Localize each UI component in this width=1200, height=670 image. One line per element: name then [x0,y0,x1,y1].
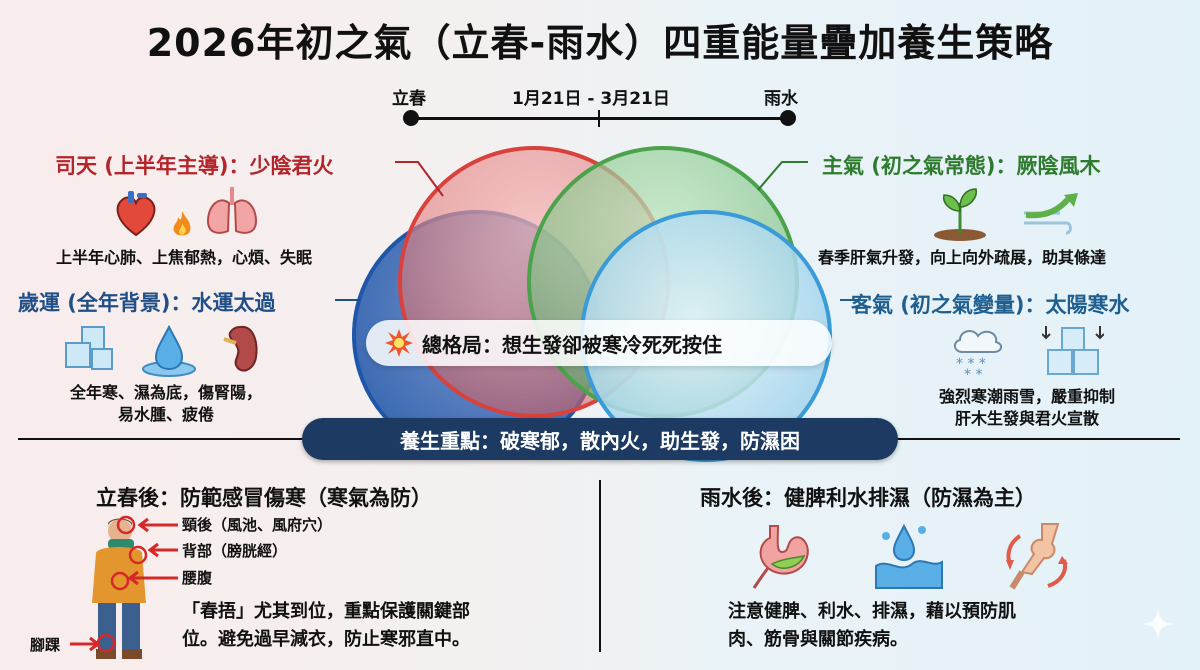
water-drop-icon [142,325,196,377]
summary-pill: 總格局：想生發卻被寒冷死死按住 [366,320,832,366]
sitian-desc: 上半年心肺、上焦郁熱，心煩、失眠 [56,248,313,267]
timeline-range-label: 1月21日 - 3月21日 [512,89,670,109]
keqi-desc-line1: 強烈寒潮雨雪，嚴重抑制 [938,387,1115,406]
point-back: 背部（膀胱經） [182,542,288,560]
heart-icon [116,191,156,237]
page-title: 2026年初之氣（立春-雨水）四重能量疊加養生策略 [146,21,1054,65]
wind-arrow-icon [1024,193,1078,235]
ice-cubes-icon [65,326,113,370]
suiyun-icons [62,323,260,377]
water-wave-icon [875,523,943,589]
timeline-end-label: 雨水 [764,89,798,109]
zhuqi-icons [930,185,1082,241]
timeline-start-label: 立春 [392,89,426,109]
keqi-icons: * * * * * [950,322,1104,380]
explosion-icon [385,329,413,357]
person-bundled-icon [92,515,148,659]
ice-block-icon [1042,326,1104,375]
yushui-title: 雨水後：健脾利水排濕（防濕為主） [700,486,1036,510]
vertical-divider [599,480,601,652]
fire-icon [173,211,191,236]
yushui-icons [750,520,1074,590]
key-point-banner: 養生重點：破寒郁，散內火，助生發，防濕困 [302,418,898,460]
snow-cloud-icon: * * * * * [954,330,1002,380]
zhuqi-title: 主氣 (初之氣常態)：厥陰風木 [822,154,1101,178]
sitian-icons [110,185,262,239]
joint-icon [1006,523,1068,590]
sparkle-icon [1142,608,1174,640]
suiyun-desc: 全年寒、濕為底，傷腎陽， 易水腫、疲倦 [46,382,286,426]
right-divider [890,438,1180,440]
stomach-icon [752,525,809,589]
summary-text: 總格局：想生發卻被寒冷死死按住 [422,332,722,357]
lichun-arrows [70,517,178,652]
sprout-icon [934,188,986,241]
yushui-text-line1: 注意健脾、利水、排濕，藉以預防肌 [728,601,1016,622]
point-ankle: 腳踝 [30,636,61,654]
left-divider [18,438,308,440]
zhuqi-desc: 春季肝氣升發，向上向外疏展，助其條達 [818,248,1107,267]
svg-text:* * *: * * * [956,356,986,372]
suiyun-desc-line2: 易水腫、疲倦 [117,405,214,424]
lungs-icon [206,187,258,234]
kidney-icon [223,325,258,372]
suiyun-title: 歲運 (全年背景)：水運太過 [18,291,276,315]
sitian-title: 司天 (上半年主導)：少陰君火 [55,154,334,178]
lichun-text-line2: 位。避免過早減衣，防止寒邪直中。 [182,629,470,650]
keqi-title: 客氣 (初之氣變量)：太陽寒水 [851,293,1130,317]
point-waist: 腰腹 [182,569,213,587]
timeline-end-dot [780,110,796,126]
keqi-desc: 強烈寒潮雨雪，嚴重抑制 肝木生發與君火宣散 [912,386,1142,430]
timeline-start-dot [403,110,419,126]
yushui-text-line2: 肉、筋骨與關節疾病。 [728,629,908,650]
svg-text:* *: * * [964,367,982,380]
point-neck: 頸後（風池、風府穴） [182,516,333,534]
timeline-mid-tick [598,110,600,127]
lichun-text: 「春捂」尤其到位，重點保護關鍵部 位。避免過早減衣，防止寒邪直中。 [182,598,582,654]
lichun-text-line1: 「春捂」尤其到位，重點保護關鍵部 [182,601,470,622]
keqi-desc-line2: 肝木生發與君火宣散 [954,409,1099,428]
lichun-title: 立春後：防範感冒傷寒（寒氣為防） [96,486,432,510]
yushui-text: 注意健脾、利水、排濕，藉以預防肌 肉、筋骨與關節疾病。 [728,598,1128,654]
suiyun-desc-line1: 全年寒、濕為底，傷腎陽， [69,383,262,402]
